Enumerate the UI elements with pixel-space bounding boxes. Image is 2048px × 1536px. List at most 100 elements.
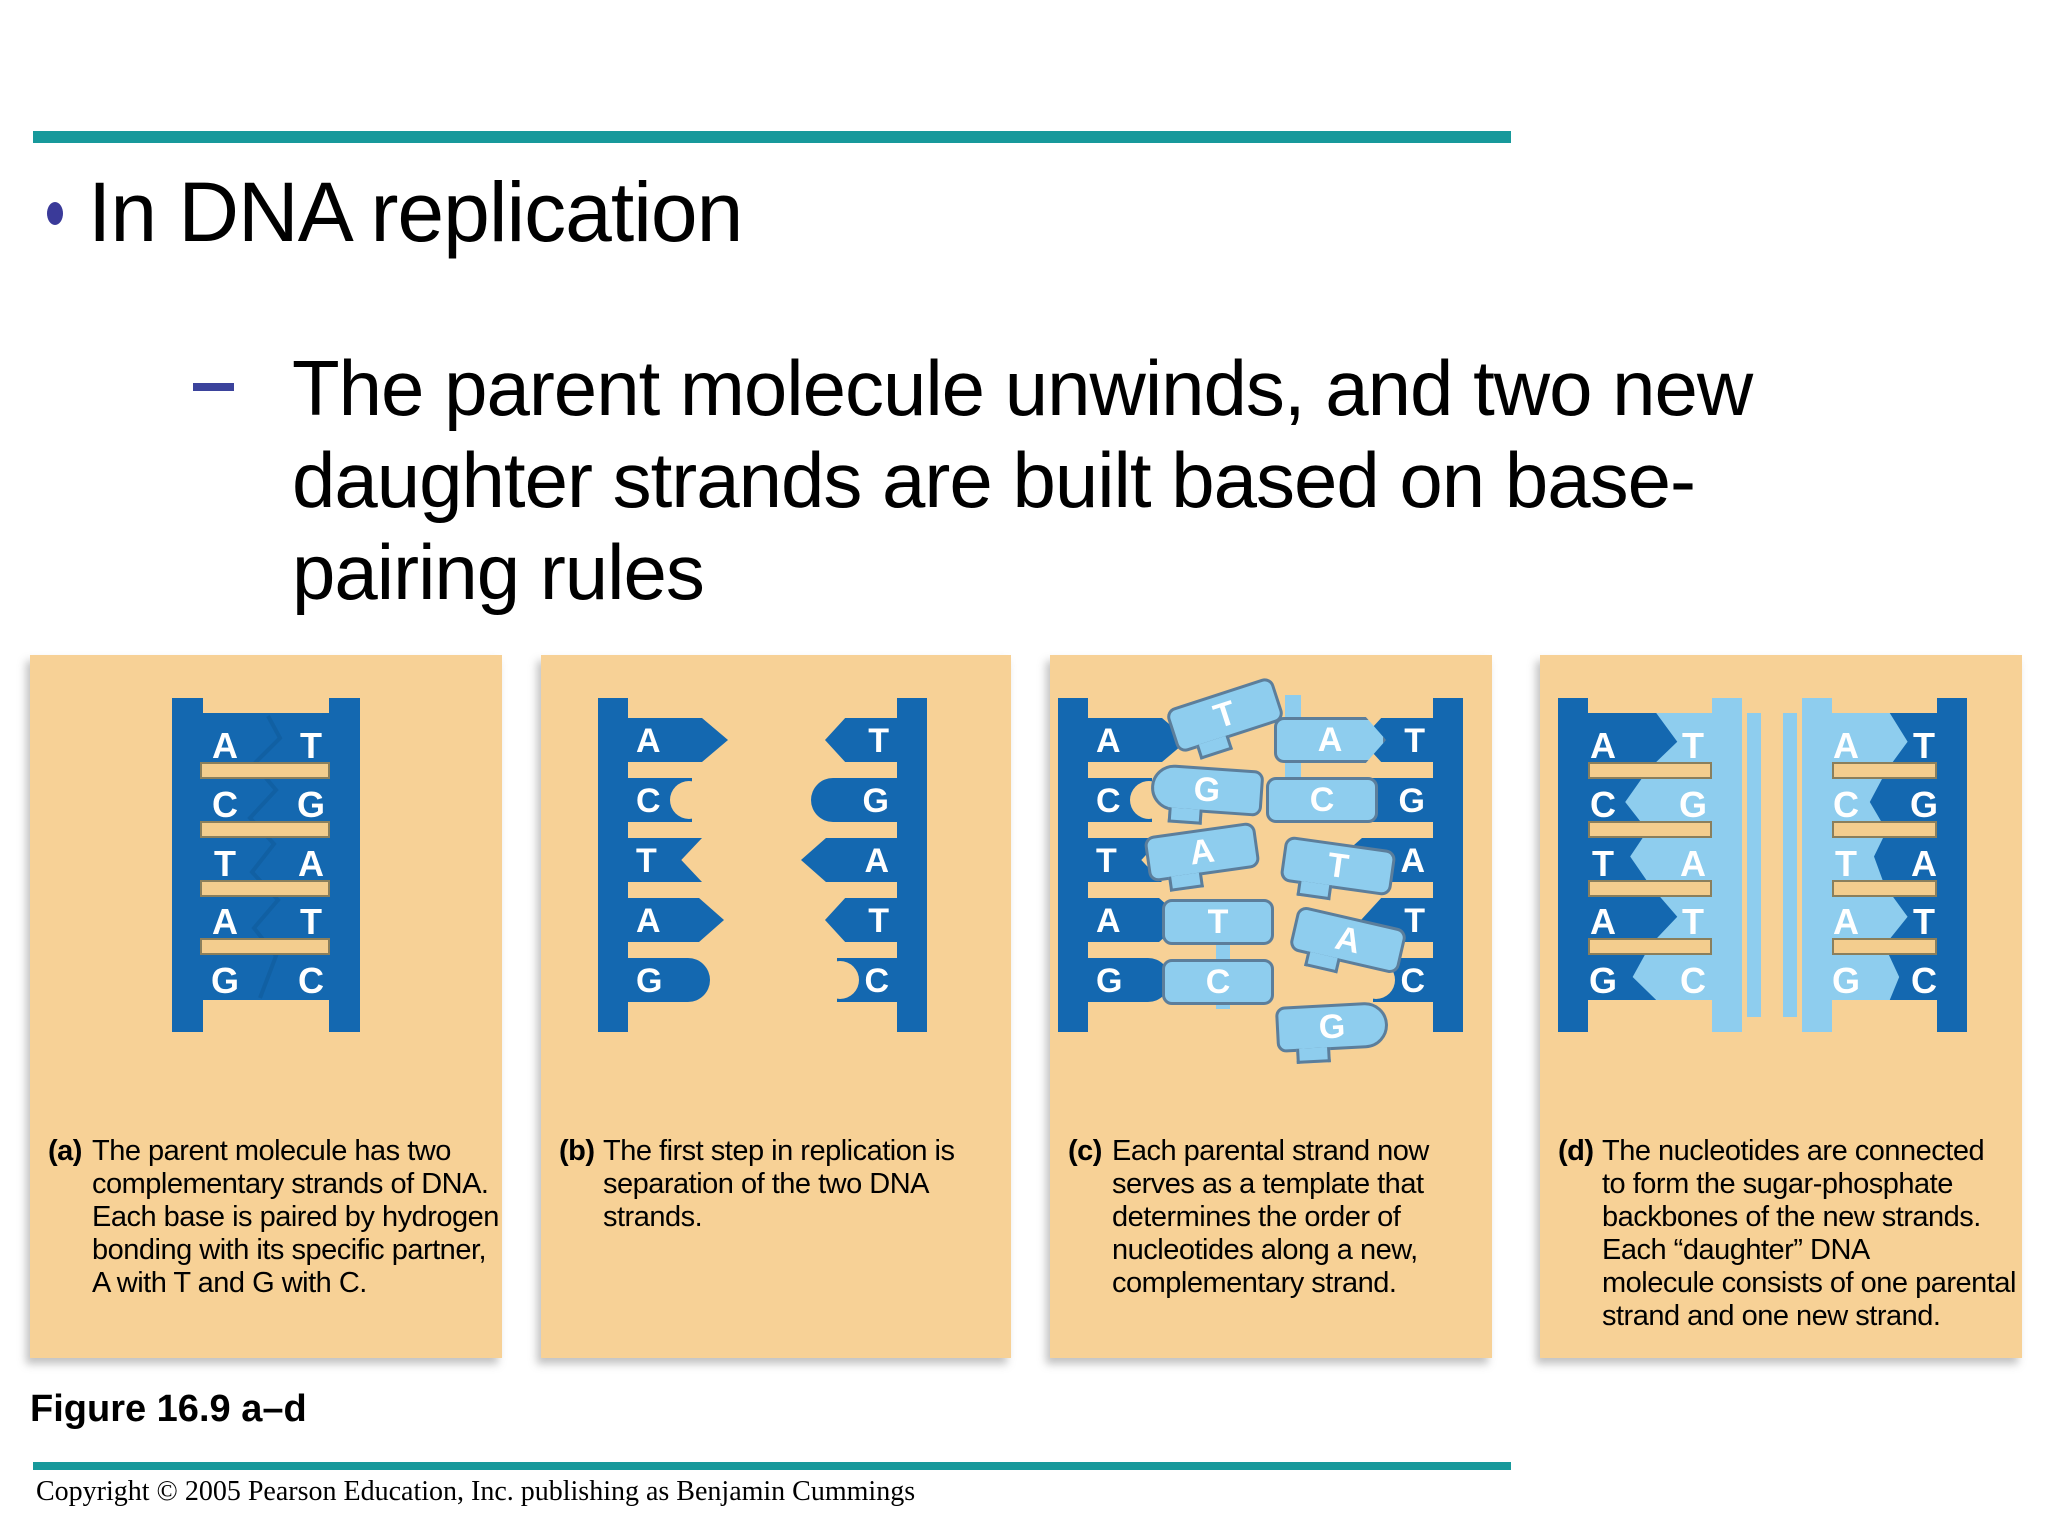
base-letter: T bbox=[1096, 842, 1117, 880]
base-letter: T bbox=[868, 902, 889, 940]
caption-label: (d) bbox=[1558, 1135, 1594, 1167]
base-tooth: T bbox=[825, 898, 897, 942]
base-letter: A bbox=[864, 842, 889, 880]
base-letter: G bbox=[1831, 960, 1860, 1001]
figure-label: Figure 16.9 a–d bbox=[30, 1388, 307, 1430]
rung-bar bbox=[1832, 938, 1937, 955]
sub-bullet-line: pairing rules bbox=[292, 528, 705, 616]
base-letter: C bbox=[212, 784, 238, 825]
divider-line-top bbox=[33, 131, 1511, 143]
base-letter: T bbox=[300, 725, 322, 766]
free-nucleotide: G bbox=[1149, 763, 1265, 825]
base-letter: A bbox=[1096, 722, 1121, 760]
base-letter: A bbox=[212, 725, 238, 766]
strand-rail-new bbox=[1802, 698, 1832, 1032]
dash-bullet-icon bbox=[193, 383, 234, 391]
rung-bar bbox=[1832, 821, 1937, 838]
base-letter: G bbox=[296, 784, 325, 825]
strand-rail bbox=[1058, 698, 1088, 1032]
base-letter: A bbox=[1833, 725, 1859, 766]
strand-rail bbox=[897, 698, 927, 1032]
base-letter: T bbox=[1592, 843, 1614, 884]
base-letter: C bbox=[636, 782, 661, 820]
base-letter: G bbox=[210, 960, 239, 1001]
base-letter: T bbox=[868, 722, 889, 760]
base-letter: G bbox=[636, 962, 663, 1000]
daughter-molecule: A T C G T A A T G C bbox=[1558, 698, 1761, 1032]
new-nucleotide: A bbox=[1274, 717, 1386, 763]
bullet-dot-icon bbox=[47, 202, 63, 225]
rung-bar bbox=[200, 938, 330, 955]
concave-notch bbox=[670, 781, 708, 819]
dna-ladder: A T C G T A A T G C bbox=[172, 698, 360, 1032]
caption-label: (a) bbox=[48, 1135, 82, 1167]
caption-text: The nucleotides are connected to form th… bbox=[1602, 1135, 2016, 1332]
rung-bar bbox=[1588, 880, 1712, 897]
strand-rail-new bbox=[1747, 713, 1761, 1017]
base-letter: C bbox=[1590, 784, 1616, 825]
new-nucleotide: C bbox=[1266, 777, 1378, 823]
base-letter: A bbox=[1400, 842, 1425, 880]
base-letter: T bbox=[1913, 725, 1935, 766]
new-nucleotide: C bbox=[1162, 959, 1274, 1005]
base-letter: T bbox=[1404, 902, 1425, 940]
rung-bar bbox=[1588, 938, 1712, 955]
sub-bullet-line: daughter strands are built based on base… bbox=[292, 436, 1696, 524]
concave-notch bbox=[821, 961, 859, 999]
base-letter: C bbox=[1680, 960, 1706, 1001]
strand-rail bbox=[172, 995, 203, 1032]
base-letter: G bbox=[1096, 962, 1123, 1000]
caption-b: (b) The first step in replication is sep… bbox=[559, 1135, 955, 1234]
free-nucleotide: G bbox=[1274, 1001, 1390, 1064]
sub-bullet-text: The parent molecule unwinds, and two new… bbox=[292, 342, 1753, 618]
rung-bar bbox=[1832, 762, 1937, 779]
strand-rail bbox=[1433, 698, 1463, 1032]
divider-line-bottom bbox=[33, 1462, 1511, 1470]
free-nucleotide: T bbox=[1164, 675, 1286, 760]
base-letter: G bbox=[1588, 960, 1617, 1001]
strand-rail-new bbox=[1712, 698, 1742, 1032]
base-tooth: G bbox=[1088, 958, 1170, 1002]
nucleotide-foot bbox=[1168, 872, 1204, 892]
base-tooth: T bbox=[825, 718, 897, 762]
base-letter: A bbox=[1833, 901, 1859, 942]
caption-label: (c) bbox=[1068, 1135, 1102, 1167]
base-letter: A bbox=[1590, 901, 1616, 942]
free-nucleotide: A bbox=[1143, 821, 1261, 892]
base-tooth: A bbox=[801, 838, 897, 882]
base-letter: G bbox=[1909, 784, 1938, 825]
strand-rail bbox=[1937, 698, 1967, 1032]
panel-b-separated-strands: A C T A G T G A T C (b) The first step i… bbox=[541, 655, 1011, 1358]
base-tooth: T bbox=[628, 838, 702, 882]
base-letter: G bbox=[862, 782, 889, 820]
base-letter: G bbox=[1678, 784, 1707, 825]
base-tooth: A bbox=[628, 718, 728, 762]
strand-rail-new bbox=[1783, 713, 1797, 1017]
panel-c-template-strands: A C T A G T G A T C T G bbox=[1050, 655, 1492, 1358]
rung-bar bbox=[200, 821, 330, 838]
daughter-molecule: A T C G T A A T G C bbox=[1783, 698, 1967, 1032]
base-letter: A bbox=[1590, 725, 1616, 766]
base-letter: C bbox=[1833, 784, 1859, 825]
base-tooth: C bbox=[1088, 778, 1168, 822]
strand-rail bbox=[598, 698, 628, 1032]
base-letter: A bbox=[1680, 843, 1706, 884]
base-letter: C bbox=[1096, 782, 1121, 820]
base-letter: G bbox=[1398, 782, 1425, 820]
strand-rail bbox=[329, 995, 360, 1032]
base-letter: A bbox=[1911, 843, 1937, 884]
caption-text: The parent molecule has two complementar… bbox=[92, 1135, 499, 1299]
base-letter: C bbox=[864, 962, 889, 1000]
rung-bar bbox=[200, 762, 330, 779]
base-letter: T bbox=[300, 901, 322, 942]
rung-bar bbox=[200, 880, 330, 897]
rung-bar bbox=[1588, 762, 1712, 779]
base-letter: C bbox=[1911, 960, 1937, 1001]
copyright-text: Copyright © 2005 Pearson Education, Inc.… bbox=[36, 1476, 916, 1507]
new-nucleotide: T bbox=[1162, 899, 1274, 945]
nucleotide-foot bbox=[1167, 807, 1203, 825]
base-letter: T bbox=[1682, 901, 1704, 942]
base-tooth: G bbox=[628, 958, 710, 1002]
base-letter: A bbox=[212, 901, 238, 942]
base-letter: T bbox=[214, 843, 236, 884]
